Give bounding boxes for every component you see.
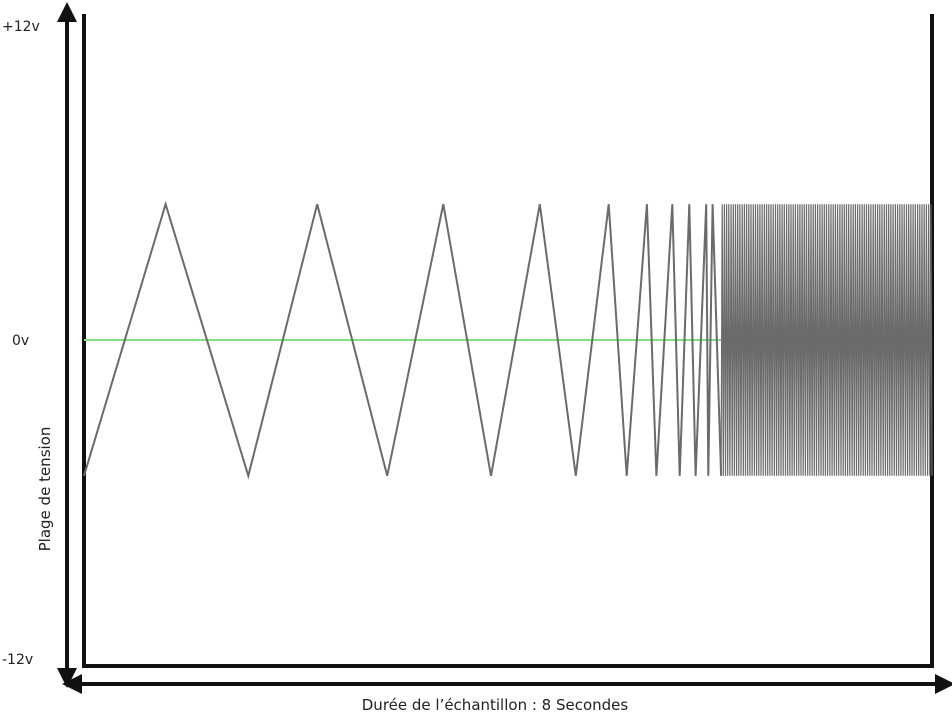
triangle-waveform xyxy=(83,200,723,480)
x-axis-title: Durée de l’échantillon : 8 Secondes xyxy=(361,696,629,714)
dense-waveform xyxy=(720,204,933,476)
y-axis-title: Plage de tension xyxy=(36,426,54,552)
zero-voltage-label: 0v xyxy=(12,333,30,349)
max-voltage-label: +12v xyxy=(2,19,40,35)
min-voltage-label: -12v xyxy=(2,652,34,668)
